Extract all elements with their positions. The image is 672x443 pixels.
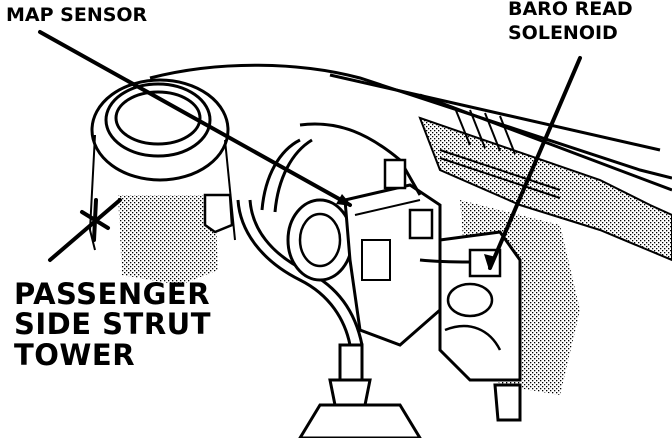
bracket bbox=[203, 193, 234, 234]
baro-solenoid-leader bbox=[488, 56, 582, 270]
map-sensor-body bbox=[299, 122, 442, 347]
map-sensor-arrowhead bbox=[336, 194, 352, 206]
baro-read-label-line2: SOLENOID bbox=[508, 22, 618, 44]
hose-fitting bbox=[286, 198, 354, 282]
strut-tower-label-line1: PASSENGER bbox=[14, 277, 211, 311]
map-sensor-label: MAP SENSOR bbox=[6, 4, 148, 26]
fender-shading bbox=[118, 195, 218, 285]
strut-tower bbox=[88, 78, 236, 251]
leader-lines bbox=[38, 30, 582, 270]
strut-tower-label-line2: SIDE STRUT bbox=[14, 307, 211, 341]
hood-cowl bbox=[149, 63, 672, 192]
baro-solenoid-arrowhead bbox=[484, 254, 496, 270]
cowl-vents bbox=[439, 107, 561, 199]
strut-tower-leader bbox=[48, 198, 122, 262]
map-sensor-leader bbox=[38, 30, 352, 207]
baro-read-label-line1: BARO READ bbox=[508, 0, 633, 20]
lower-connectors bbox=[297, 343, 522, 440]
strut-tower-label-line3: TOWER bbox=[14, 338, 136, 372]
cowl-shading bbox=[418, 116, 672, 262]
